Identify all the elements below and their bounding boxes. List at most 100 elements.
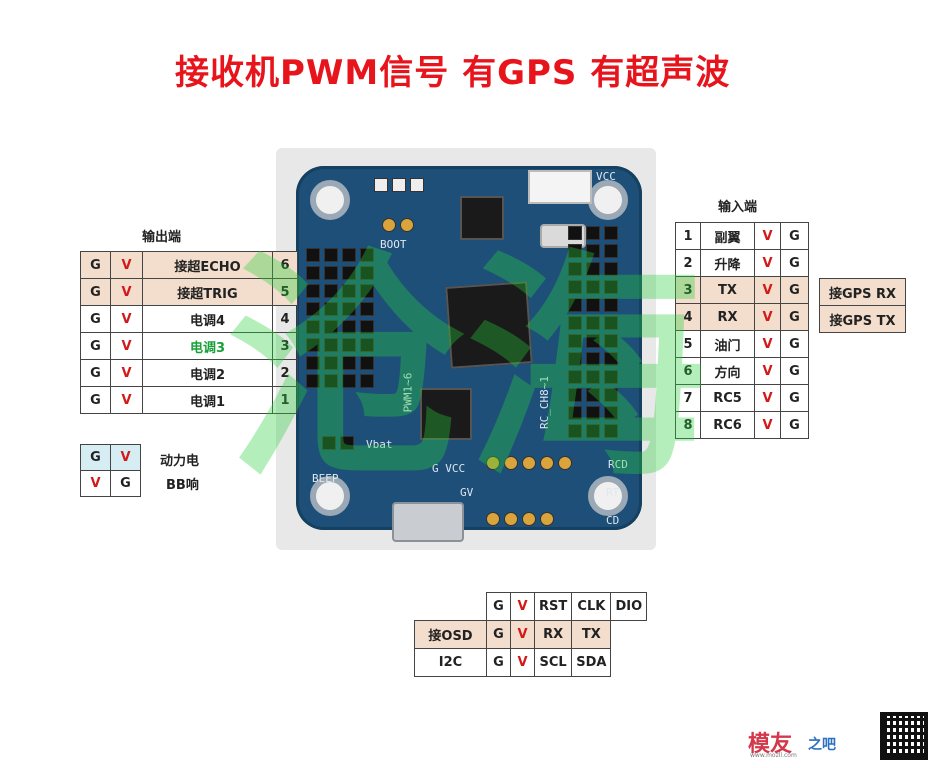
- gv-silkscreen: GV: [460, 486, 474, 499]
- table-row: G V: [80, 444, 141, 471]
- main-chip: [445, 281, 533, 369]
- output-caption: 输出端: [142, 230, 182, 245]
- output-g-cell: G: [80, 305, 111, 333]
- logo-main-text: 模友: [748, 732, 793, 757]
- gps-tx-cell: 接GPS TX: [819, 305, 906, 333]
- input-g-cell: G: [780, 276, 809, 304]
- osd-cell: G: [486, 648, 511, 677]
- input-label-cell: RX: [700, 303, 755, 331]
- input-g-cell: G: [780, 357, 809, 385]
- boot-silkscreen: BOOT: [380, 238, 407, 251]
- output-num-cell: 2: [272, 359, 298, 387]
- output-num-cell: 5: [272, 278, 298, 306]
- input-g-cell: G: [780, 303, 809, 331]
- table-row: 接OSD G V RX TX: [414, 620, 647, 649]
- output-label-cell: 电调3: [142, 332, 273, 360]
- input-caption: 输入端: [718, 200, 758, 215]
- input-g-cell: G: [780, 330, 809, 358]
- output-g-cell: G: [80, 386, 111, 414]
- osd-row-label: I2C: [414, 648, 487, 677]
- input-label-cell: 方向: [700, 357, 755, 385]
- osd-cell: V: [510, 648, 535, 677]
- vcc-connector: [528, 170, 592, 204]
- osd-cell: TX: [571, 620, 612, 649]
- pcb: BOOT VCC PWM1~6 BEEP Vbat G VCC RC_CH8~1…: [296, 166, 642, 542]
- osd-cell: G: [486, 620, 511, 649]
- output-label-cell: 电调1: [142, 386, 273, 414]
- osd-pads-top: [486, 456, 572, 470]
- empty-cell: [415, 593, 487, 621]
- output-label-cell: 电调4: [142, 305, 273, 333]
- gvcc-silkscreen: G VCC: [432, 462, 466, 475]
- output-pins: [306, 248, 374, 388]
- rt-silkscreen: RT: [606, 486, 620, 499]
- output-v-cell: V: [110, 251, 143, 279]
- input-label-cell: 副翼: [700, 222, 755, 250]
- input-v-cell: V: [754, 411, 781, 439]
- qr-code-icon[interactable]: [880, 712, 928, 760]
- input-label-cell: 升降: [700, 249, 755, 277]
- output-v-cell: V: [110, 386, 143, 414]
- table-row: I2C G V SCL SDA: [414, 648, 647, 677]
- input-label-cell: RC5: [700, 384, 755, 412]
- output-num-cell: 1: [272, 386, 298, 414]
- input-label-cell: 油门: [700, 330, 755, 358]
- flight-controller-board: BOOT VCC PWM1~6 BEEP Vbat G VCC RC_CH8~1…: [276, 148, 656, 550]
- osd-cell: V: [510, 620, 535, 649]
- rc-silkscreen: RC_CH8~1: [537, 376, 551, 429]
- output-num-cell: 4: [272, 305, 298, 333]
- page-title: 接收机PWM信号 有GPS 有超声波: [175, 53, 731, 93]
- power-cell: G: [110, 470, 141, 497]
- logo-url: www.mozll.com: [750, 752, 797, 759]
- power-cell: V: [80, 470, 111, 497]
- input-num-cell: 2: [675, 249, 701, 277]
- input-num-cell: 5: [675, 330, 701, 358]
- output-g-cell: G: [80, 332, 111, 360]
- chip: [460, 196, 504, 240]
- input-num-cell: 6: [675, 357, 701, 385]
- mount-hole: [310, 476, 350, 516]
- power-cell: V: [110, 444, 141, 471]
- output-g-cell: G: [80, 359, 111, 387]
- chip: [420, 388, 472, 440]
- output-label-cell: 电调2: [142, 359, 273, 387]
- input-g-cell: G: [780, 411, 809, 439]
- mount-hole: [588, 476, 628, 516]
- beep-pins: [322, 436, 354, 450]
- input-v-cell: V: [754, 357, 781, 385]
- table-row: G V RST CLK DIO: [415, 592, 648, 621]
- input-num-cell: 7: [675, 384, 701, 412]
- vcc-silkscreen: VCC: [596, 170, 616, 183]
- gps-table: 接GPS RX 接GPS TX: [819, 278, 906, 333]
- input-v-cell: V: [754, 330, 781, 358]
- input-v-cell: V: [754, 303, 781, 331]
- input-g-cell: G: [780, 384, 809, 412]
- power-table: G V V G: [80, 444, 141, 497]
- mount-hole: [310, 180, 350, 220]
- input-v-cell: V: [754, 249, 781, 277]
- osd-header-cell: CLK: [571, 592, 612, 621]
- site-logo[interactable]: 模友 之吧 www.mozll.com: [748, 720, 860, 760]
- osd-header-cell: RST: [533, 592, 573, 621]
- table-row: 接GPS RX: [819, 278, 906, 306]
- table-row: V G: [80, 470, 141, 497]
- power-cell: G: [80, 444, 111, 471]
- osd-cell: RX: [533, 620, 573, 649]
- beep-label: BB响: [166, 478, 199, 493]
- vbat-silkscreen: Vbat: [366, 438, 393, 451]
- input-label-cell: TX: [700, 276, 755, 304]
- output-label-cell: 接超ECHO: [142, 251, 273, 279]
- boot-pads: [382, 218, 414, 232]
- input-label-cell: RC6: [700, 411, 755, 439]
